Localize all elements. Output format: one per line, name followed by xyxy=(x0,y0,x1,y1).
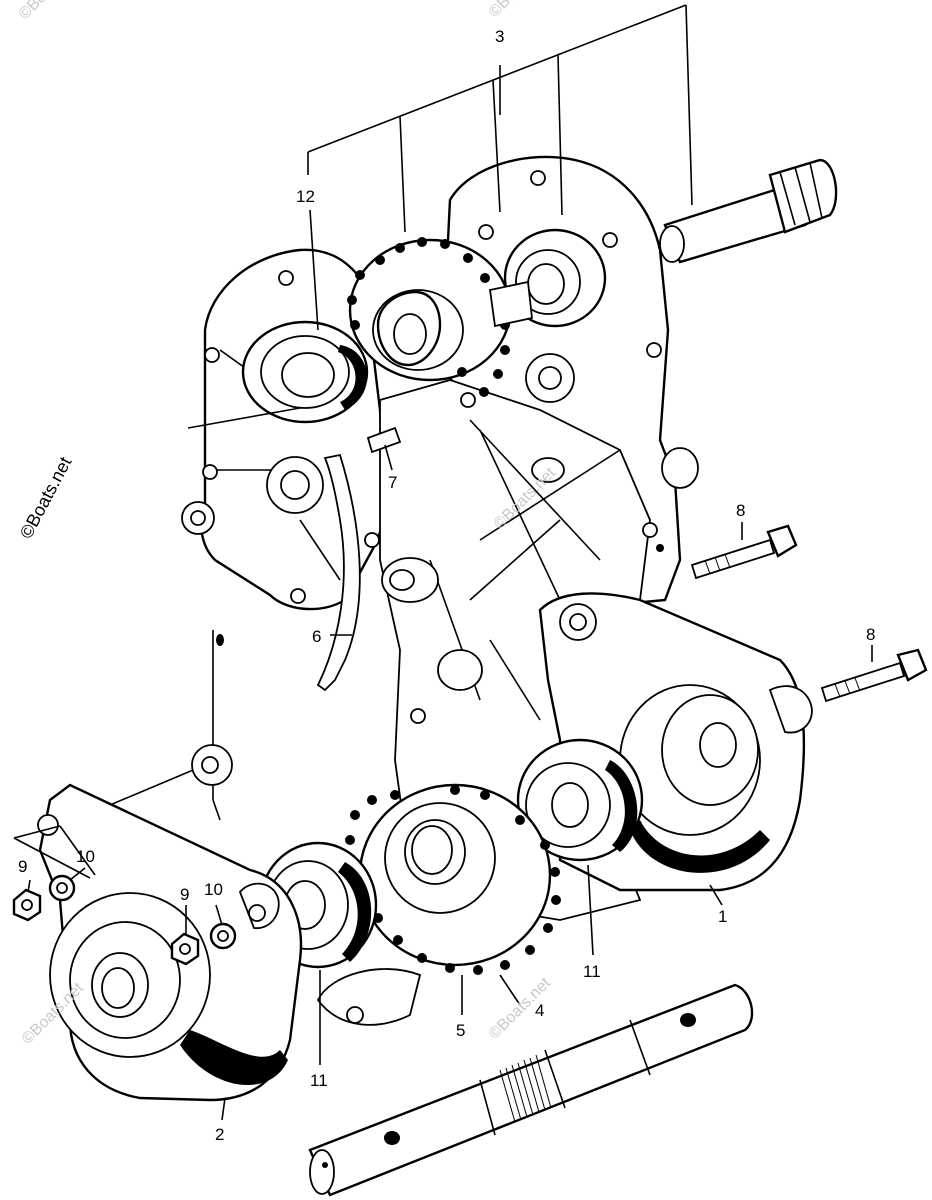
callout-1: 1 xyxy=(718,907,727,926)
upper-chain-links xyxy=(347,237,510,397)
callout-5: 5 xyxy=(456,1021,465,1040)
callout-3: 3 xyxy=(495,27,504,46)
callout-9a: 9 xyxy=(18,857,27,876)
callout-labels: 1 2 3 4 5 6 7 8 8 9 9 10 10 11 11 12 xyxy=(18,27,875,1144)
watermark-side: ©Boats.net xyxy=(16,454,76,542)
upper-splined-shaft xyxy=(659,158,838,264)
lower-right-bearing xyxy=(516,738,644,862)
lower-shaft xyxy=(308,983,754,1197)
leader-lines xyxy=(13,4,873,1121)
lower-sprocket-chain xyxy=(316,783,561,1026)
washer-center xyxy=(209,922,237,950)
callout-4: 4 xyxy=(535,1001,544,1020)
shaft-spline xyxy=(499,1054,552,1123)
callout-11a: 11 xyxy=(310,1071,328,1090)
callout-10a: 10 xyxy=(76,847,95,866)
washer-left xyxy=(48,874,76,902)
gasket-strip xyxy=(316,453,361,692)
nut-left xyxy=(12,888,42,922)
callout-12: 12 xyxy=(296,187,315,206)
callout-7: 7 xyxy=(388,473,397,492)
callout-11b: 11 xyxy=(583,962,601,981)
callout-6: 6 xyxy=(312,627,321,646)
bolt-upper xyxy=(690,524,798,580)
callout-9b: 9 xyxy=(180,885,189,904)
upper-sprocket-chain xyxy=(347,228,607,454)
left-cover xyxy=(37,783,303,1102)
upper-left-bearing xyxy=(187,320,369,429)
watermark-faint-top-center: ©Boats.net xyxy=(486,0,555,21)
callout-8b: 8 xyxy=(866,625,875,644)
callout-10b: 10 xyxy=(204,880,223,899)
callout-8a: 8 xyxy=(736,501,745,520)
watermark-faint-top-left: ©Boats.net xyxy=(16,0,85,23)
bolt-lower xyxy=(820,648,928,703)
callout-2: 2 xyxy=(215,1125,224,1144)
front-cover-right xyxy=(538,592,813,892)
nut-center xyxy=(170,932,200,966)
